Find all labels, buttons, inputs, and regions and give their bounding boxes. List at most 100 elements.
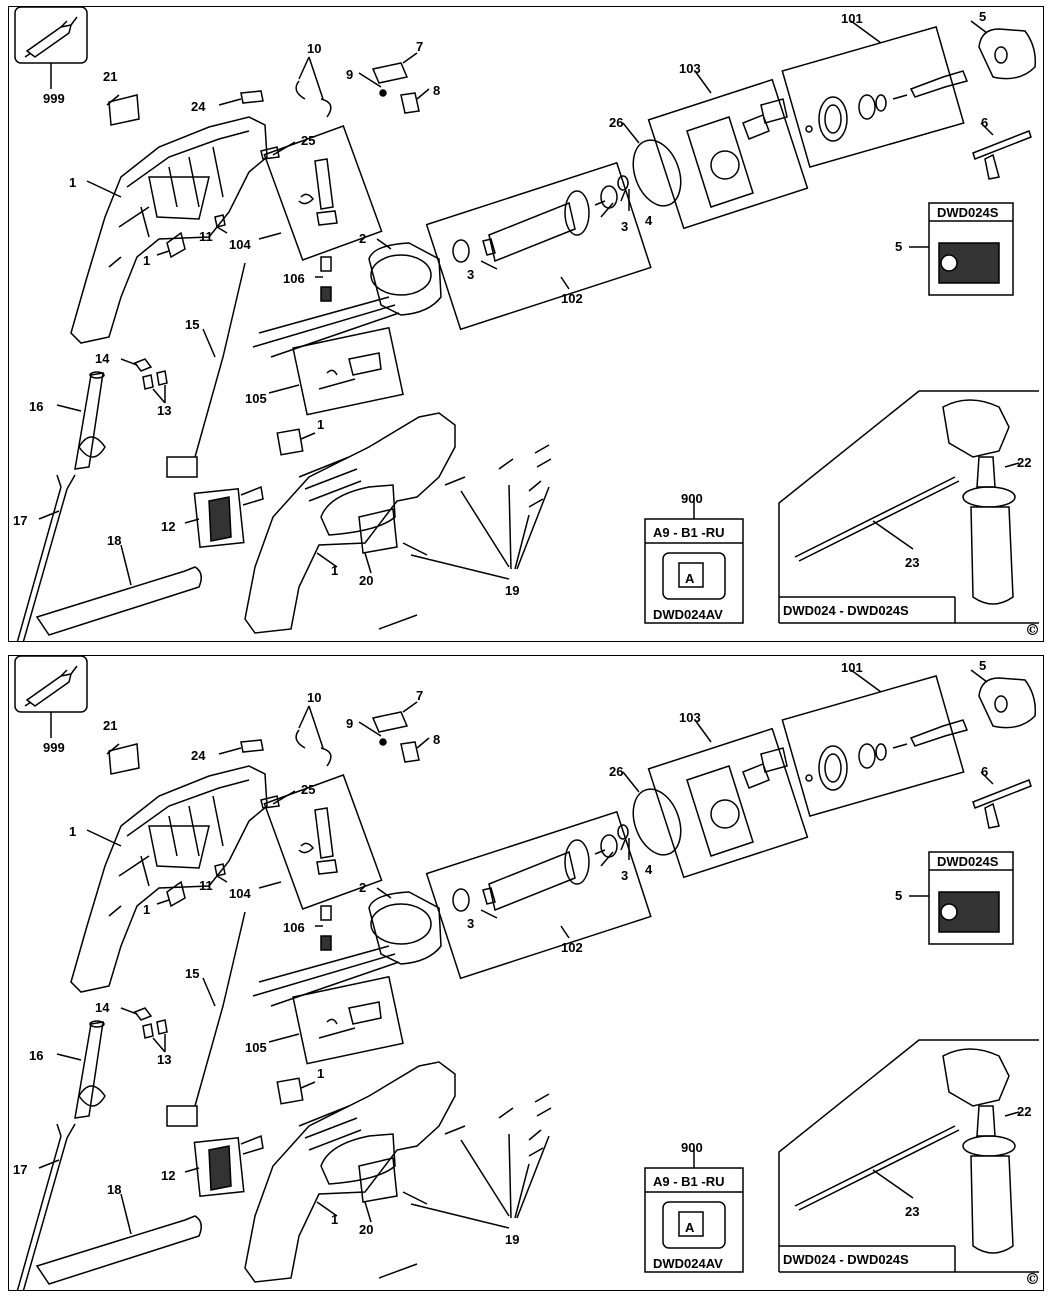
label-900: 900 xyxy=(681,491,703,506)
label-16: 16 xyxy=(29,399,43,414)
label-24: 24 xyxy=(191,99,206,114)
label-10: 10 xyxy=(307,41,321,56)
label-21: 21 xyxy=(103,69,117,84)
spindle-box-101 xyxy=(781,674,965,818)
kit-code: A9 - B1 -RU xyxy=(653,1174,725,1189)
chuck-variant-title: DWD024S xyxy=(937,205,999,220)
label-6: 6 xyxy=(981,764,988,779)
label-13: 13 xyxy=(157,1052,171,1067)
housing-half-left xyxy=(70,765,268,993)
label-1-bottom: 1 xyxy=(331,1212,338,1227)
label-1-top: 1 xyxy=(69,175,76,190)
depth-rod-23 xyxy=(794,1125,956,1207)
label-26: 26 xyxy=(609,764,623,779)
label-106: 106 xyxy=(283,920,305,935)
label-21: 21 xyxy=(103,718,117,733)
label-18: 18 xyxy=(107,1182,121,1197)
label-3-right: 3 xyxy=(621,219,628,234)
label-11: 11 xyxy=(199,229,213,244)
label-1-bottom: 1 xyxy=(331,563,338,578)
exploded-view: 999 21 24 10 9 7 8 25 1 11 104 1 106 2 1… xyxy=(13,656,1040,1290)
label-3-left: 3 xyxy=(467,916,474,931)
label-18: 18 xyxy=(107,533,121,548)
label-4: 4 xyxy=(645,213,653,228)
housing-half-left xyxy=(70,116,268,344)
label-103: 103 xyxy=(679,61,701,76)
label-1-low: 1 xyxy=(317,1066,324,1081)
label-12: 12 xyxy=(161,1168,175,1183)
sidehandle-variant-title: DWD024 - DWD024S xyxy=(783,1252,909,1267)
label-23: 23 xyxy=(905,555,919,570)
label-25: 25 xyxy=(301,782,315,797)
label-19: 19 xyxy=(505,583,519,598)
power-cord-17 xyxy=(16,1123,76,1290)
kit-code: A9 - B1 -RU xyxy=(653,525,725,540)
gear-box-103 xyxy=(647,727,809,879)
label-105: 105 xyxy=(245,1040,267,1055)
side-handle-clamp-22 xyxy=(942,399,1010,458)
armature-box-102 xyxy=(425,810,652,980)
brush-holder-box-104 xyxy=(263,774,383,910)
label-5-box: 5 xyxy=(895,888,902,903)
keyless-chuck-box xyxy=(928,851,1014,945)
label-3-right: 3 xyxy=(621,868,628,883)
grease-tube-icon xyxy=(24,665,78,707)
label-1-mid: 1 xyxy=(143,253,150,268)
label-20: 20 xyxy=(359,1222,373,1237)
label-999: 999 xyxy=(43,740,65,755)
cable-sleeve-16 xyxy=(74,372,104,470)
label-9: 9 xyxy=(346,67,353,82)
label-1-mid: 1 xyxy=(143,902,150,917)
label-10: 10 xyxy=(307,690,321,705)
label-105: 105 xyxy=(245,391,267,406)
cable-sleeve-16 xyxy=(74,1021,104,1119)
kit-model: DWD024AV xyxy=(653,607,723,622)
sidehandle-variant-title: DWD024 - DWD024S xyxy=(783,603,909,618)
label-102: 102 xyxy=(561,291,583,306)
label-5-top: 5 xyxy=(979,658,986,673)
label-101: 101 xyxy=(841,660,863,675)
armature-box-102 xyxy=(425,161,652,331)
chuck-variant-title: DWD024S xyxy=(937,854,999,869)
label-103: 103 xyxy=(679,710,701,725)
label-8: 8 xyxy=(433,83,440,98)
label-16: 16 xyxy=(29,1048,43,1063)
label-19: 19 xyxy=(505,1232,519,1247)
label-5-box: 5 xyxy=(895,239,902,254)
gear-box-103 xyxy=(647,78,809,230)
label-17: 17 xyxy=(13,1162,27,1177)
label-106: 106 xyxy=(283,271,305,286)
label-14: 14 xyxy=(95,1000,110,1015)
label-22: 22 xyxy=(1017,455,1031,470)
label-4: 4 xyxy=(645,862,653,877)
grease-tube-icon xyxy=(24,16,78,58)
power-cord-17 xyxy=(16,474,76,641)
label-1-low: 1 xyxy=(317,417,324,432)
side-handle-clamp-22 xyxy=(942,1048,1010,1107)
label-12: 12 xyxy=(161,519,175,534)
label-9: 9 xyxy=(346,716,353,731)
label-8: 8 xyxy=(433,732,440,747)
label-101: 101 xyxy=(841,11,863,26)
label-6: 6 xyxy=(981,115,988,130)
label-104: 104 xyxy=(229,886,251,901)
housing-half-right xyxy=(244,412,456,634)
label-20 xyxy=(358,1157,398,1203)
copyright-mark: © xyxy=(1025,621,1040,639)
side-handle-box-outline xyxy=(778,1039,1039,1272)
diagram-panel-bottom: 999 21 24 10 9 7 8 25 1 11 104 1 106 2 1… xyxy=(8,655,1044,1291)
grease-tube-box xyxy=(14,656,88,713)
label-23: 23 xyxy=(905,1204,919,1219)
kit-model: DWD024AV xyxy=(653,1256,723,1271)
keyless-chuck-5 xyxy=(938,242,1000,284)
cable-clamp-15 xyxy=(166,456,198,478)
side-handle-box-outline xyxy=(778,390,1039,623)
keyless-chuck-5 xyxy=(938,891,1000,933)
brush-holder-box-104 xyxy=(263,125,383,261)
label-15: 15 xyxy=(185,966,199,981)
label-11: 11 xyxy=(199,878,213,893)
diagram-panel-top: 999 21 24 10 9 7 8 25 1 11 104 1 106 2 1… xyxy=(8,6,1044,642)
label-20: 20 xyxy=(359,573,373,588)
label-104: 104 xyxy=(229,237,251,252)
